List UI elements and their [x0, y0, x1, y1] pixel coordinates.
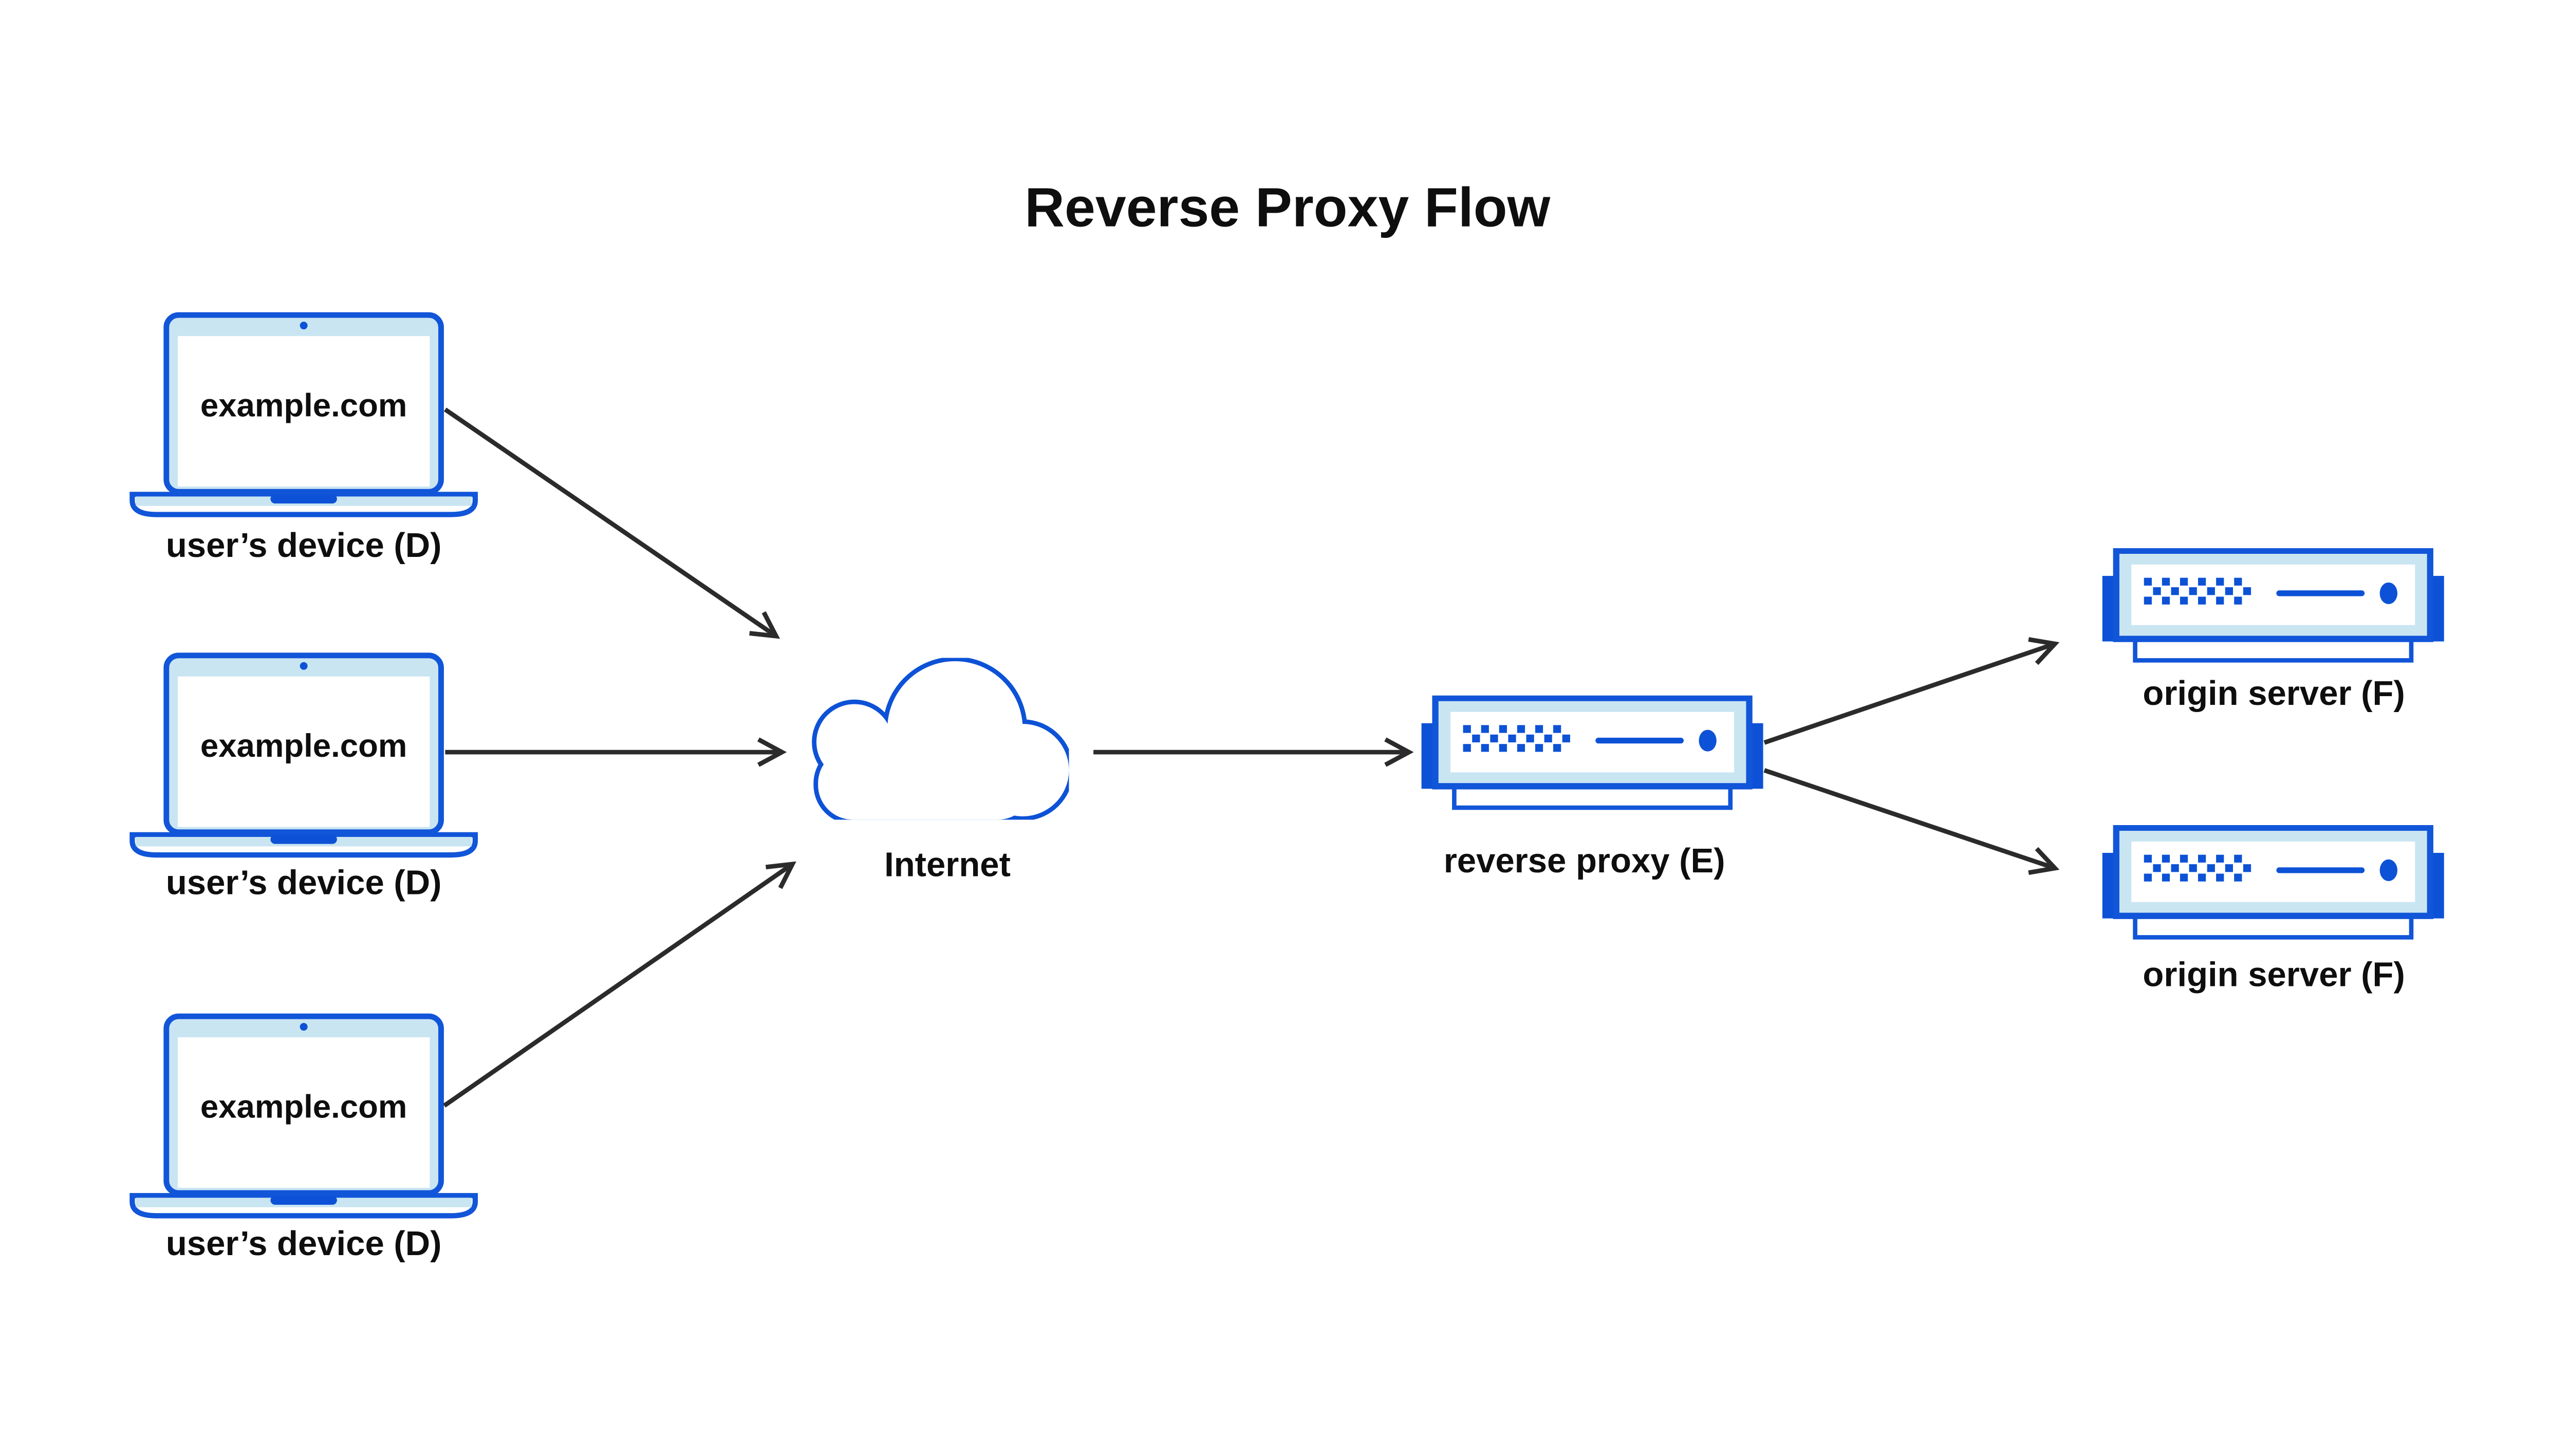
arrow-icon-device3-to-internet	[443, 861, 796, 1108]
server-icon	[2102, 828, 2444, 937]
node-user-device-2: example.com user’s device (D)	[132, 656, 475, 902]
connections	[443, 407, 2060, 1108]
server-icon	[1422, 698, 1763, 807]
internet-label: Internet	[884, 845, 1011, 884]
node-origin-server-2: origin server (F)	[2102, 828, 2444, 994]
reverse-proxy-flow-diagram: Reverse Proxy Flow example.com user’s de…	[0, 85, 2569, 1371]
server-icon	[2102, 551, 2444, 660]
device-label: user’s device (D)	[166, 863, 442, 902]
arrow-icon-device1-to-internet	[443, 407, 780, 639]
device-screen-url: example.com	[200, 727, 407, 764]
node-reverse-proxy: reverse proxy (E)	[1422, 698, 1763, 880]
device-label: user’s device (D)	[166, 1224, 442, 1263]
device-screen-url: example.com	[200, 1088, 407, 1125]
diagram-title: Reverse Proxy Flow	[1025, 176, 1550, 238]
origin-server-label: origin server (F)	[2143, 674, 2405, 713]
device-screen-url: example.com	[200, 387, 407, 423]
arrow-icon-proxy-to-origin2	[1763, 768, 2060, 875]
node-origin-server-1: origin server (F)	[2102, 551, 2444, 713]
node-user-device-1: example.com user’s device (D)	[132, 315, 475, 565]
node-user-device-3: example.com user’s device (D)	[132, 1016, 475, 1263]
node-internet: Internet	[816, 661, 1069, 884]
origin-server-label: origin server (F)	[2143, 955, 2405, 994]
device-label: user’s device (D)	[166, 526, 442, 565]
reverse-proxy-label: reverse proxy (E)	[1444, 842, 1725, 880]
arrow-icon-proxy-to-origin1	[1763, 637, 2060, 745]
